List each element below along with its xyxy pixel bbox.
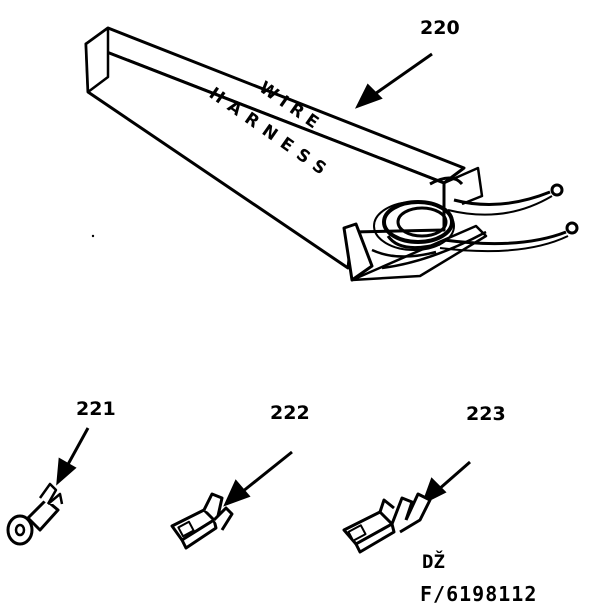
wire-lead-lower	[443, 230, 567, 246]
box-open-flap	[342, 222, 374, 282]
ring-terminal-221	[6, 482, 64, 546]
callout-220: 220	[420, 17, 460, 39]
callout-222: 222	[270, 402, 310, 424]
spade-terminal-223	[342, 492, 432, 554]
arrow-222	[223, 450, 293, 507]
ring-terminal-lower	[565, 221, 579, 235]
code-line-2: F/6198112	[420, 582, 537, 606]
arrow-220	[354, 52, 433, 109]
ring-terminal-upper	[550, 183, 564, 197]
spade-terminal-222	[170, 492, 234, 550]
coiled-wires	[371, 176, 579, 270]
arrow-221	[56, 427, 90, 486]
box-end-face	[84, 26, 110, 94]
wire-lead-upper	[453, 190, 551, 206]
callout-221: 221	[76, 398, 116, 420]
callout-223: 223	[466, 403, 506, 425]
scan-speck	[91, 234, 95, 238]
box-right-lid	[443, 166, 484, 206]
code-line-1: DŽ	[422, 550, 445, 573]
box-open-bottom	[350, 224, 488, 282]
arrow-223	[421, 460, 471, 506]
